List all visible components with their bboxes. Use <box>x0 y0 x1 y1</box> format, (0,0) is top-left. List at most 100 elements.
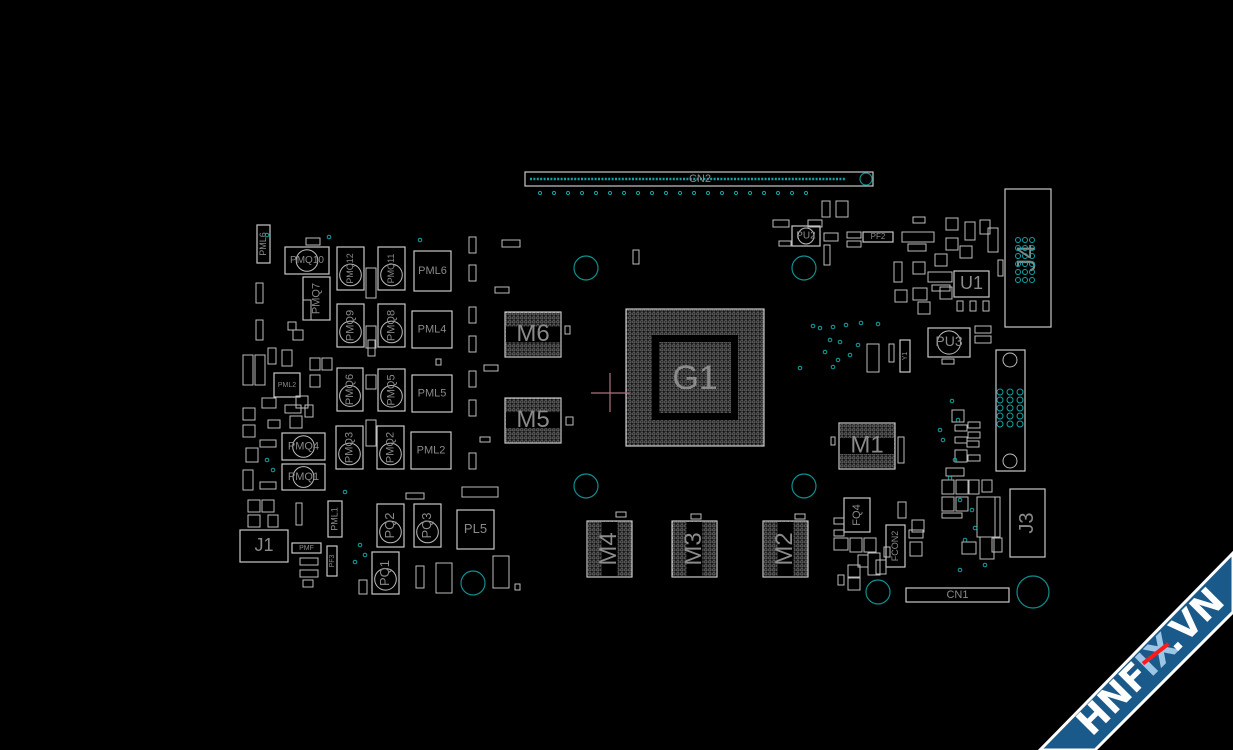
smd-component[interactable] <box>941 479 955 495</box>
smd-component[interactable] <box>468 236 477 254</box>
smd-component[interactable] <box>833 529 845 537</box>
part-fcon2[interactable]: FCON2 <box>885 524 906 568</box>
part-pmq7[interactable]: PMQ7 <box>302 276 331 321</box>
smd-component[interactable] <box>259 481 277 490</box>
smd-component[interactable] <box>823 232 839 242</box>
memory-chip[interactable]: M3 <box>671 520 718 578</box>
smd-component[interactable] <box>982 300 990 312</box>
smd-component[interactable] <box>807 219 823 228</box>
smd-component[interactable] <box>565 416 574 426</box>
smd-component[interactable] <box>255 282 264 304</box>
smd-component[interactable] <box>367 339 376 357</box>
smd-component[interactable] <box>299 569 319 578</box>
smd-component[interactable] <box>908 529 924 539</box>
smd-component[interactable] <box>883 546 891 558</box>
smd-component[interactable] <box>267 347 277 365</box>
smd-component[interactable] <box>941 512 963 519</box>
smd-component[interactable] <box>830 436 836 446</box>
smd-component[interactable] <box>778 240 792 247</box>
smd-component[interactable] <box>951 409 965 423</box>
smd-component[interactable] <box>267 514 279 528</box>
smd-component[interactable] <box>461 486 499 498</box>
connector-j5[interactable] <box>995 349 1026 472</box>
smd-component[interactable] <box>912 261 926 275</box>
memory-chip[interactable]: M5 <box>504 397 562 444</box>
smd-component[interactable] <box>976 496 996 538</box>
connector-cn2[interactable]: CN2 <box>524 171 874 187</box>
smd-component[interactable] <box>867 552 881 576</box>
smd-component[interactable] <box>295 395 309 409</box>
smd-component[interactable] <box>934 253 948 267</box>
smd-component[interactable] <box>247 499 261 513</box>
smd-component[interactable] <box>494 286 510 294</box>
part-pmq6[interactable]: PMQ6 <box>336 367 364 412</box>
smd-component[interactable] <box>967 431 981 439</box>
smd-component[interactable] <box>966 440 980 448</box>
part-pq3[interactable]: PQ3 <box>413 503 442 548</box>
part-pmq1[interactable]: PMQ1 <box>281 463 326 491</box>
smd-component[interactable] <box>961 541 977 555</box>
smd-component[interactable] <box>931 284 951 292</box>
smd-component[interactable] <box>945 217 959 231</box>
smd-component[interactable] <box>846 240 862 248</box>
smd-component[interactable] <box>302 579 314 588</box>
smd-component[interactable] <box>991 537 1003 553</box>
part-pf3[interactable]: PF3 <box>326 545 338 577</box>
smd-component[interactable] <box>284 404 302 414</box>
part-pq2[interactable]: PQ2 <box>376 503 405 548</box>
smd-component[interactable] <box>955 496 969 512</box>
part-pml6a[interactable]: PML6 <box>256 224 271 264</box>
smd-component[interactable] <box>967 454 981 462</box>
smd-component[interactable] <box>907 243 927 252</box>
smd-component[interactable] <box>261 499 275 513</box>
smd-component[interactable] <box>309 357 321 371</box>
smd-component[interactable] <box>321 357 333 371</box>
smd-component[interactable] <box>821 200 831 218</box>
smd-component[interactable] <box>981 479 993 493</box>
part-pmq10[interactable]: PMQ10 <box>284 246 330 275</box>
smd-component[interactable] <box>479 436 491 443</box>
smd-component[interactable] <box>468 452 477 470</box>
smd-component[interactable] <box>959 245 973 259</box>
part-pmq9[interactable]: PMQ9 <box>336 303 365 348</box>
part-pl5[interactable]: PL5 <box>456 509 495 550</box>
smd-component[interactable] <box>955 479 969 495</box>
smd-component[interactable] <box>483 364 499 372</box>
part-pf2[interactable]: PF2 <box>862 231 894 243</box>
part-pmq8[interactable]: PMQ8 <box>377 303 406 348</box>
part-pu3[interactable]: PU3 <box>927 327 971 358</box>
smd-component[interactable] <box>365 419 377 447</box>
part-pmq12[interactable]: PMQ12 <box>336 246 365 291</box>
smd-component[interactable] <box>281 349 293 367</box>
smd-component[interactable] <box>242 354 254 386</box>
smd-component[interactable] <box>299 557 319 566</box>
part-pmq5[interactable]: PMQ5 <box>377 368 406 412</box>
smd-component[interactable] <box>909 541 923 557</box>
smd-component[interactable] <box>435 562 453 594</box>
smd-component[interactable] <box>833 517 845 525</box>
smd-component[interactable] <box>468 370 477 388</box>
smd-component[interactable] <box>917 301 931 315</box>
part-y1[interactable]: Y1 <box>899 339 911 373</box>
part-j4[interactable]: J4 <box>1004 188 1052 328</box>
smd-component[interactable] <box>849 537 863 553</box>
part-u1[interactable]: U1 <box>953 270 990 298</box>
smd-component[interactable] <box>468 335 477 353</box>
smd-component[interactable] <box>837 574 845 586</box>
smd-component[interactable] <box>987 227 999 253</box>
part-pmq3[interactable]: PMQ3 <box>335 425 364 470</box>
smd-component[interactable] <box>435 358 442 366</box>
smd-component[interactable] <box>295 502 303 526</box>
smd-component[interactable] <box>772 219 790 228</box>
smd-component[interactable] <box>405 492 425 500</box>
smd-component[interactable] <box>514 583 521 591</box>
smd-component[interactable] <box>468 264 477 282</box>
smd-component[interactable] <box>912 287 928 301</box>
smd-component[interactable] <box>632 249 640 265</box>
smd-component[interactable] <box>468 399 477 417</box>
smd-component[interactable] <box>794 513 806 520</box>
part-pmq2[interactable]: PMQ2 <box>376 425 405 470</box>
smd-component[interactable] <box>968 479 980 495</box>
smd-component[interactable] <box>894 289 908 303</box>
